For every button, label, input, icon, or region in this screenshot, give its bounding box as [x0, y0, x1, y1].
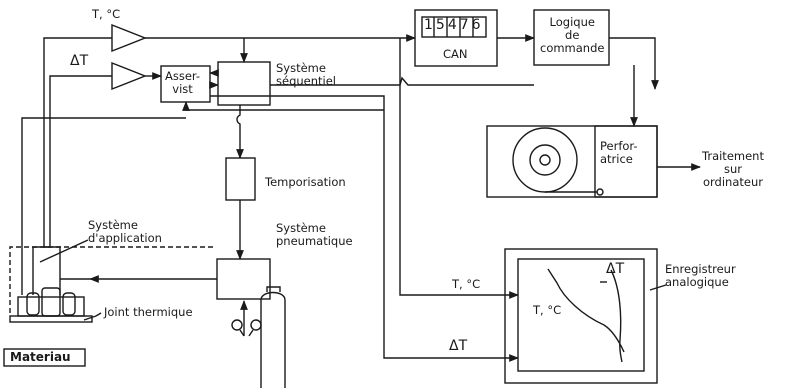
amplifier-dt-icon — [111, 61, 147, 91]
valve-left-icon — [231, 319, 243, 331]
recorder-curve-t — [547, 268, 625, 353]
sequentiel-box — [217, 61, 271, 106]
chart-t-label: T, °C — [533, 303, 562, 317]
thermocouple-mid-icon — [41, 287, 61, 317]
can-digits-label: 15476 — [424, 17, 484, 33]
thermocouple-right-icon — [62, 292, 76, 316]
perforatrice-label: Perfor- atrice — [600, 139, 638, 166]
delta-t-left-label: ΔT — [70, 53, 89, 69]
chart-dt-label: ΔT — [606, 261, 625, 277]
systeme-pneumatique-label: Système pneumatique — [276, 221, 353, 248]
logique-label: Logique de commande — [540, 15, 605, 55]
systeme-sequentiel-label: Système séquentiel — [276, 61, 336, 88]
valve-right-icon — [250, 319, 262, 331]
t-celsius-right-label: T, °C — [452, 277, 481, 291]
perforatrice-box — [594, 125, 658, 198]
tape-reel-icon — [512, 127, 578, 193]
pneumatique-box — [216, 258, 271, 300]
can-label: CAN — [443, 47, 468, 61]
t-celsius-top-label: T, °C — [92, 7, 121, 21]
temporisation-box — [225, 157, 256, 201]
enregistreur-label: Enregistreur analogique — [665, 262, 736, 289]
systeme-application-label: Système d'application — [88, 218, 162, 245]
can-display — [421, 16, 487, 38]
temporisation-label: Temporisation — [265, 175, 346, 189]
thermocouple-left-icon — [26, 292, 40, 316]
recorder-curve-dt — [610, 269, 623, 363]
amplifier-t-icon — [111, 23, 147, 53]
asservist-label: Asser- vist — [165, 69, 201, 96]
gas-cylinder-icon — [260, 291, 286, 388]
application-dashed-outline — [9, 246, 216, 313]
materiau-label: Materiau — [10, 350, 71, 364]
materiau-base — [9, 315, 93, 323]
delta-t-right-label: ΔT — [449, 338, 468, 354]
traitement-label: Traitement sur ordinateur — [702, 149, 764, 189]
recorder-inner — [517, 258, 645, 372]
recorder-outer — [504, 248, 658, 384]
joint-thermique-label: Joint thermique — [104, 305, 193, 319]
